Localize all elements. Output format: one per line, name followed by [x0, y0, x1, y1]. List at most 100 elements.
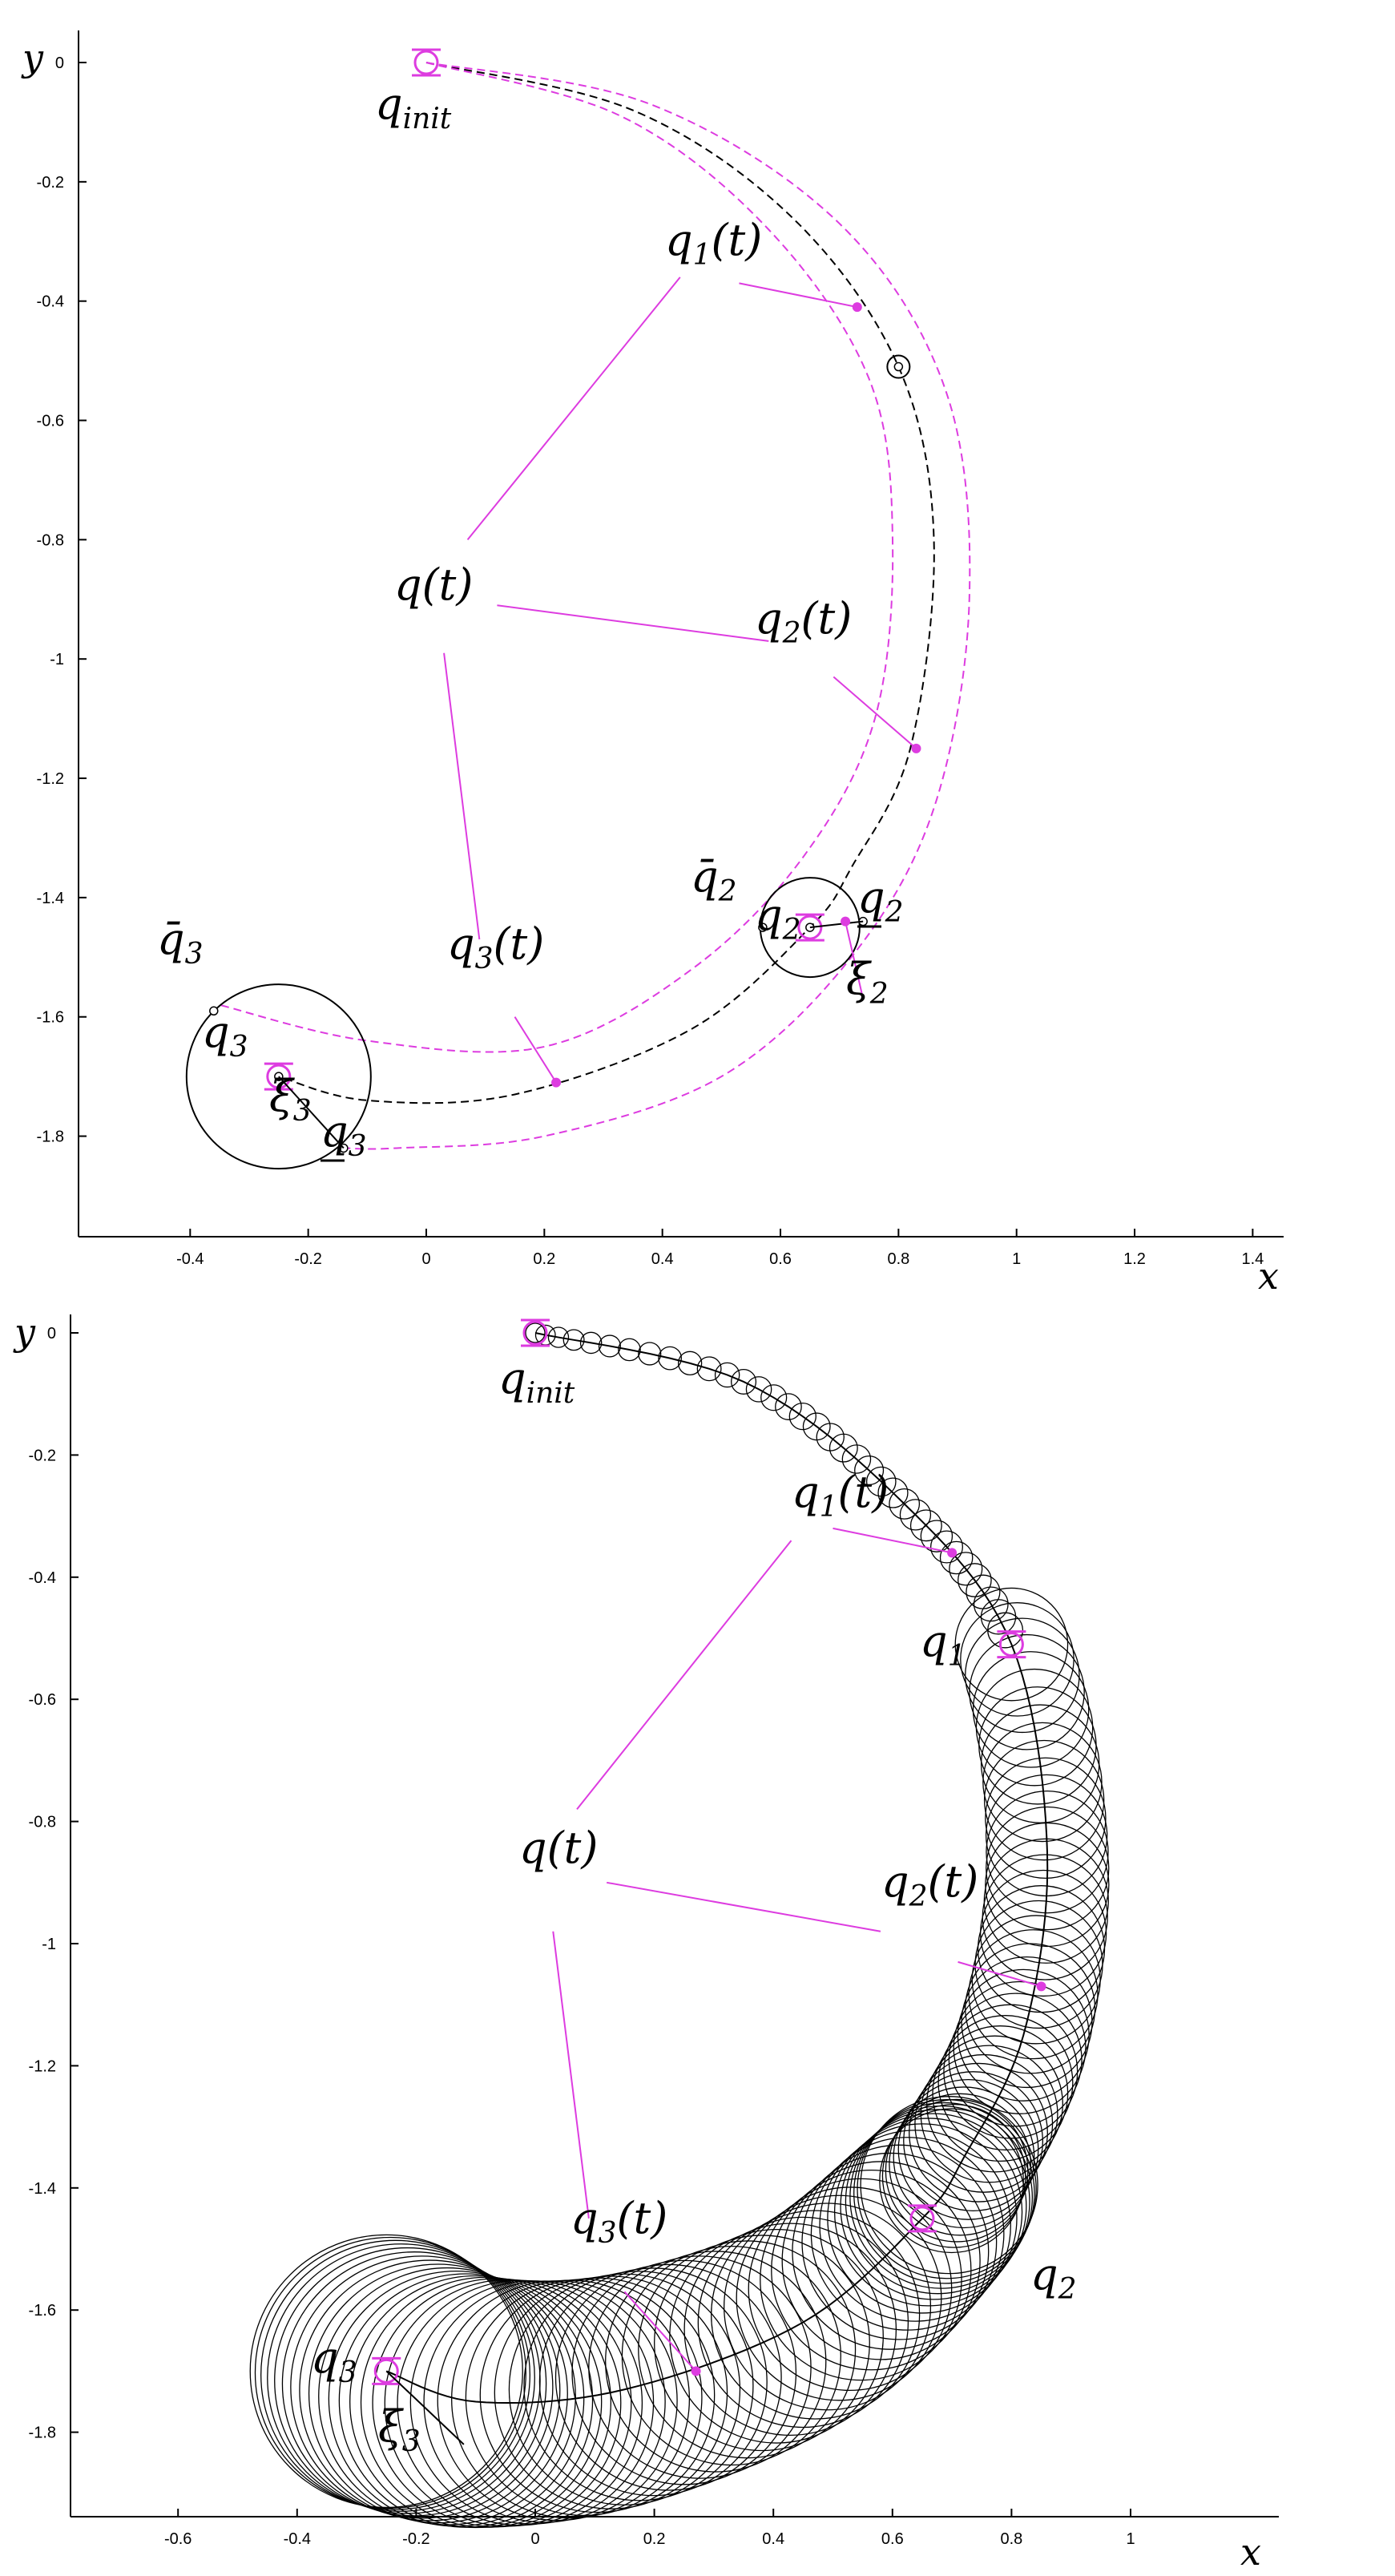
label-q1-of-t: q1(t): [665, 215, 762, 272]
tube-circle: [845, 2109, 1030, 2295]
top-trajectory-drawing: [185, 48, 971, 1170]
tube-circle: [638, 1342, 662, 1366]
tube-circle: [748, 2186, 953, 2392]
tube-circle: [958, 1563, 992, 1597]
robot-glyph: [797, 915, 823, 940]
tube-circle: [494, 2275, 728, 2509]
tube-circle: [829, 1433, 858, 1463]
x-tick-label: 0.6: [769, 1250, 792, 1268]
leader-line: [497, 604, 769, 642]
tube-circle: [865, 1466, 897, 1497]
tube-circle: [308, 2263, 568, 2524]
y-tick-label: -1.2: [29, 2057, 56, 2075]
tube-circle: [714, 1362, 740, 1388]
leader-line: [833, 676, 917, 749]
tube-circle: [349, 2275, 603, 2529]
tube-circle: [985, 1757, 1107, 1880]
label-q3-of-t: q3(t): [447, 919, 544, 975]
x-tick-label: 1: [1012, 1250, 1021, 1268]
tube-circle: [669, 2228, 884, 2444]
nominal-trajectory: [385, 1332, 1049, 2404]
tube-circle: [267, 2243, 535, 2512]
tube-circle: [598, 1334, 621, 1358]
tube-circle: [827, 2123, 1018, 2314]
label-q1-of-t: q1(t): [792, 1467, 889, 1524]
bottom-x-axis-label: x: [1240, 2530, 1261, 2574]
robot-glyph: [266, 1064, 292, 1089]
tube-circle: [274, 2247, 541, 2514]
bottom-y-axis-label: y: [13, 1310, 36, 1354]
label-q2-of-t: q2(t): [755, 593, 852, 650]
tube-circle: [788, 1403, 816, 1431]
label-xi2: ξ2: [846, 954, 889, 1011]
x-tick-label: 0.8: [1000, 2530, 1022, 2548]
tube-circle: [949, 1552, 983, 1586]
x-tick-label: 0.6: [881, 2530, 904, 2548]
tube-circle: [965, 1617, 1080, 1734]
tube-circle: [801, 2144, 998, 2340]
x-tick-label: 0.4: [762, 2530, 784, 2548]
tube-circle: [968, 1929, 1099, 2060]
tube-circle: [760, 1384, 788, 1411]
y-tick-label: -0.8: [37, 531, 64, 549]
tube-circle: [961, 1956, 1093, 2089]
xi2-segment: [809, 920, 864, 929]
top-x-axis-label: x: [1258, 1254, 1279, 1298]
top-y-ticks: 0-0.2-0.4-0.6-0.8-1-1.2-1.4-1.6-1.8: [37, 55, 87, 1146]
robot-glyph: [522, 1320, 548, 1346]
point-marker: [893, 361, 904, 372]
y-tick-label: 0: [47, 1325, 56, 1343]
tube-circle: [579, 1331, 603, 1355]
point-marker: [209, 1006, 219, 1016]
label-q2-of-t: q2(t): [881, 1856, 978, 1913]
tube-circle: [840, 2113, 1027, 2300]
tube-circle: [983, 1739, 1105, 1861]
y-tick-label: -1.6: [29, 2302, 56, 2320]
leader-line: [739, 282, 857, 309]
tube-circle: [318, 2267, 576, 2526]
y-tick-label: -1.4: [37, 890, 64, 907]
label-xi3: ξ3: [269, 1071, 312, 1128]
tube-circle: [771, 2169, 972, 2371]
y-tick-label: -1.6: [37, 1009, 64, 1027]
tube-circle: [857, 2099, 1037, 2279]
tube-circle: [299, 2259, 561, 2521]
nominal-trajectory: [278, 62, 935, 1104]
x-tick-label: 0.8: [887, 1250, 909, 1268]
y-tick-label: -1.2: [37, 770, 64, 788]
uncertainty-circle-q1: [886, 354, 911, 379]
tube-circle: [618, 1338, 641, 1362]
tube-circle: [982, 1722, 1103, 1843]
leader-line: [443, 652, 481, 940]
xi3-segment: [278, 1076, 345, 1149]
y-tick-label: -1.8: [37, 1129, 64, 1146]
tube-circle: [986, 1791, 1109, 1914]
x-tick-label: 1.2: [1123, 1250, 1146, 1268]
tube-circle: [969, 1633, 1085, 1750]
tube-circle: [562, 1329, 585, 1351]
y-tick-label: -0.4: [29, 1569, 56, 1587]
tube-circle: [860, 2096, 1038, 2275]
x-tick-label: 0: [421, 1250, 430, 1268]
tube-circle: [547, 1326, 570, 1348]
tube-circle: [249, 2234, 523, 2509]
tube-circle: [711, 2210, 921, 2420]
tube-circle: [523, 2271, 754, 2501]
label-q-init: qinit: [498, 1353, 575, 1410]
tube-circle: [683, 2223, 897, 2437]
y-tick-label: -0.8: [29, 1814, 56, 1831]
tube-circle: [328, 2270, 585, 2527]
tube-circle: [854, 1455, 885, 1486]
leader-line: [845, 921, 865, 999]
tube-circle: [920, 1520, 954, 1552]
tube-circle: [658, 1346, 683, 1371]
tube-circle: [479, 2277, 716, 2513]
tube-circle: [937, 2015, 1074, 2151]
x-tick-label: 1.4: [1241, 1250, 1264, 1268]
tube-circle: [929, 1530, 964, 1564]
